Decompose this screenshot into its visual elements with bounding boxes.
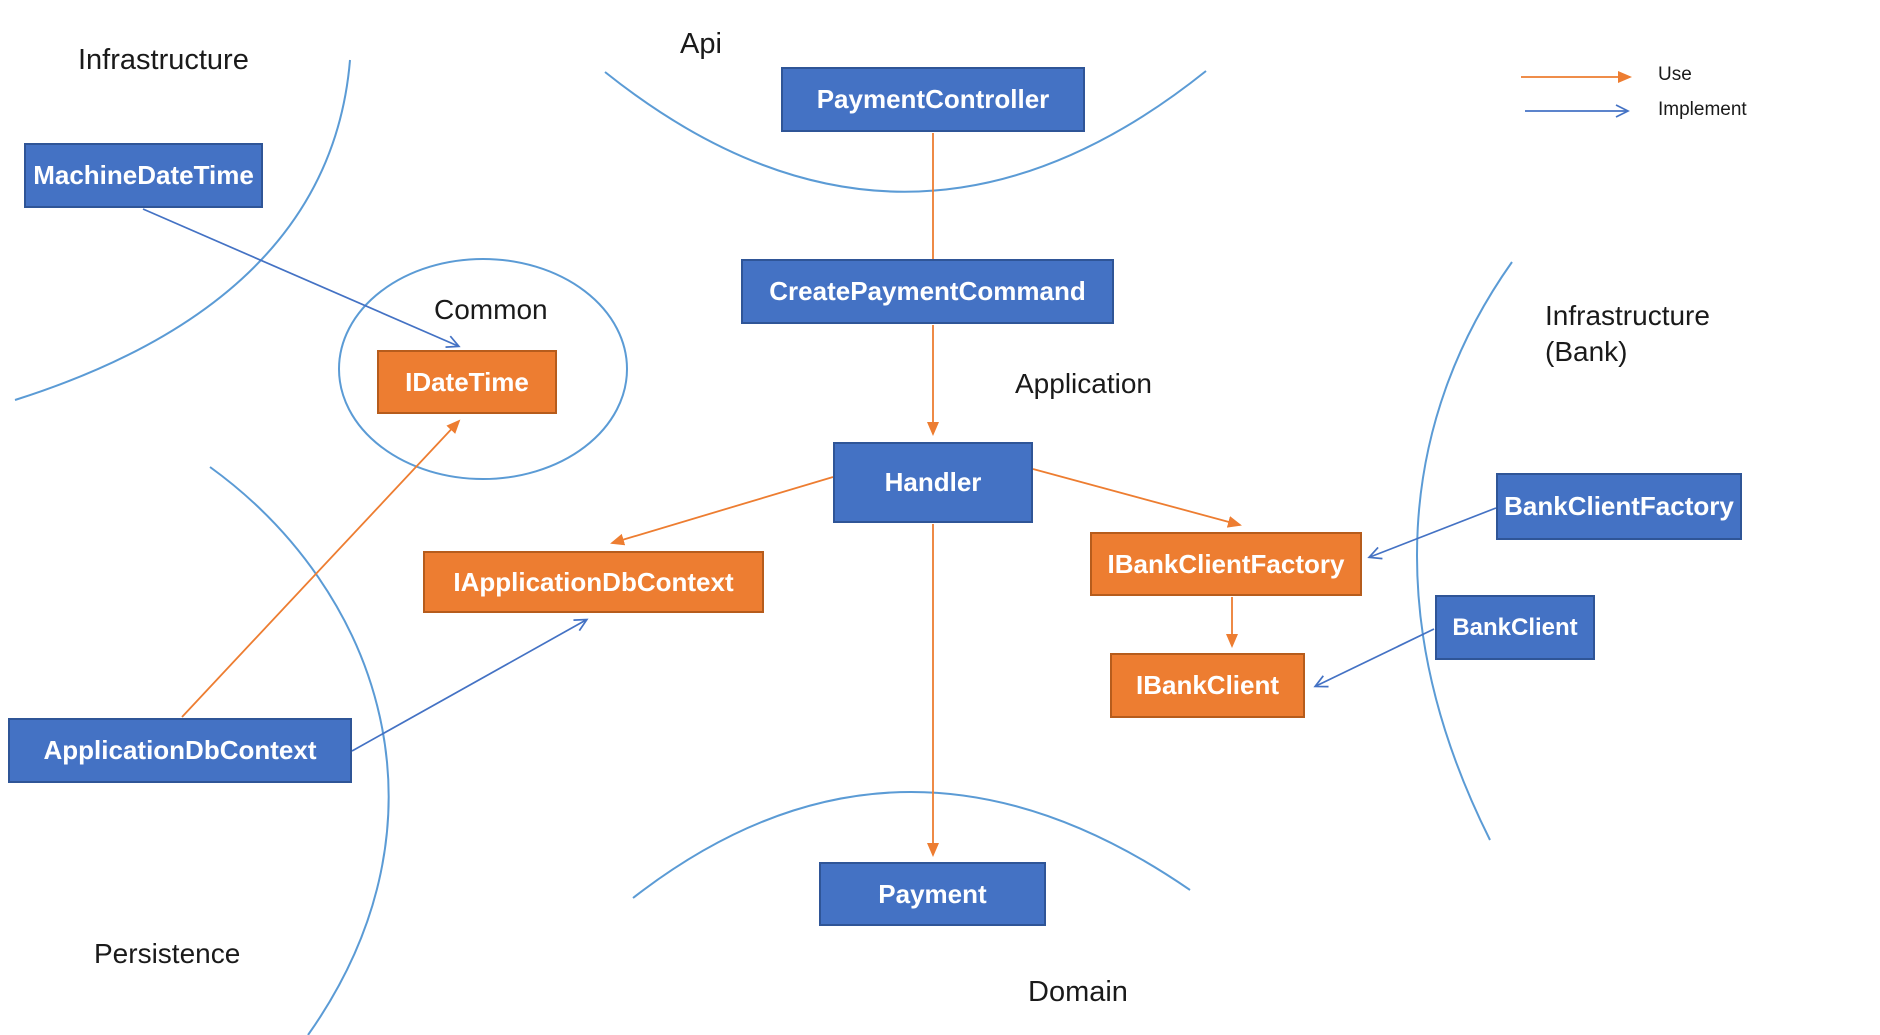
node-ibankclient: IBankClient	[1110, 653, 1305, 718]
region-label-infrastructure-bank-line1: Infrastructure	[1545, 300, 1710, 331]
node-payment: Payment	[819, 862, 1046, 926]
node-ibankclientfactory: IBankClientFactory	[1090, 532, 1362, 596]
use-arrow-applicationdbcontext-to-idatetime	[181, 419, 461, 718]
region-label-api: Api	[680, 28, 722, 60]
node-idatetime: IDateTime	[377, 350, 557, 414]
implement-arrow-bankclientfactory-to-ibankclientfactory	[1367, 507, 1497, 560]
region-label-application: Application	[1015, 368, 1152, 399]
region-label-common: Common	[434, 294, 548, 325]
legend-use-label: Use	[1658, 64, 1692, 85]
region-label-infrastructure: Infrastructure	[78, 44, 249, 76]
domain-boundary-arc	[632, 791, 1191, 899]
api-boundary-arc	[604, 70, 1207, 193]
use-arrow-handler-to-ibankclientfactory	[1032, 468, 1242, 528]
legend-implement-label: Implement	[1658, 99, 1747, 120]
persistence-boundary-arc	[209, 466, 390, 1035]
node-applicationdbcontext: ApplicationDbContext	[8, 718, 352, 783]
implement-arrow-applicationdbcontext-to-iapplicationdbcontext	[351, 618, 589, 752]
node-iapplicationdbcontext: IApplicationDbContext	[423, 551, 764, 613]
infrastructure-bank-boundary-arc	[1416, 261, 1513, 841]
region-label-domain: Domain	[1028, 976, 1128, 1008]
region-label-infrastructure-bank-line2: (Bank)	[1545, 335, 1628, 367]
node-bankclientfactory: BankClientFactory	[1496, 473, 1742, 540]
node-createpaymentcommand: CreatePaymentCommand	[741, 259, 1114, 324]
region-label-persistence: Persistence	[94, 938, 241, 969]
infrastructure-boundary-arc	[14, 59, 351, 401]
node-machinedatetime: MachineDateTime	[24, 143, 263, 208]
node-paymentcontroller: PaymentController	[781, 67, 1085, 132]
node-handler: Handler	[833, 442, 1033, 523]
common-boundary-ellipse	[338, 258, 628, 480]
region-label-infrastructure-bank: Infrastructure (Bank)	[1545, 298, 1710, 370]
node-bankclient: BankClient	[1435, 595, 1595, 660]
use-arrow-handler-to-iapplicationdbcontext	[610, 476, 834, 546]
implement-arrow-bankclient-to-ibankclient	[1313, 628, 1435, 688]
implement-arrow-machinedatetime-to-idatetime	[142, 208, 461, 348]
